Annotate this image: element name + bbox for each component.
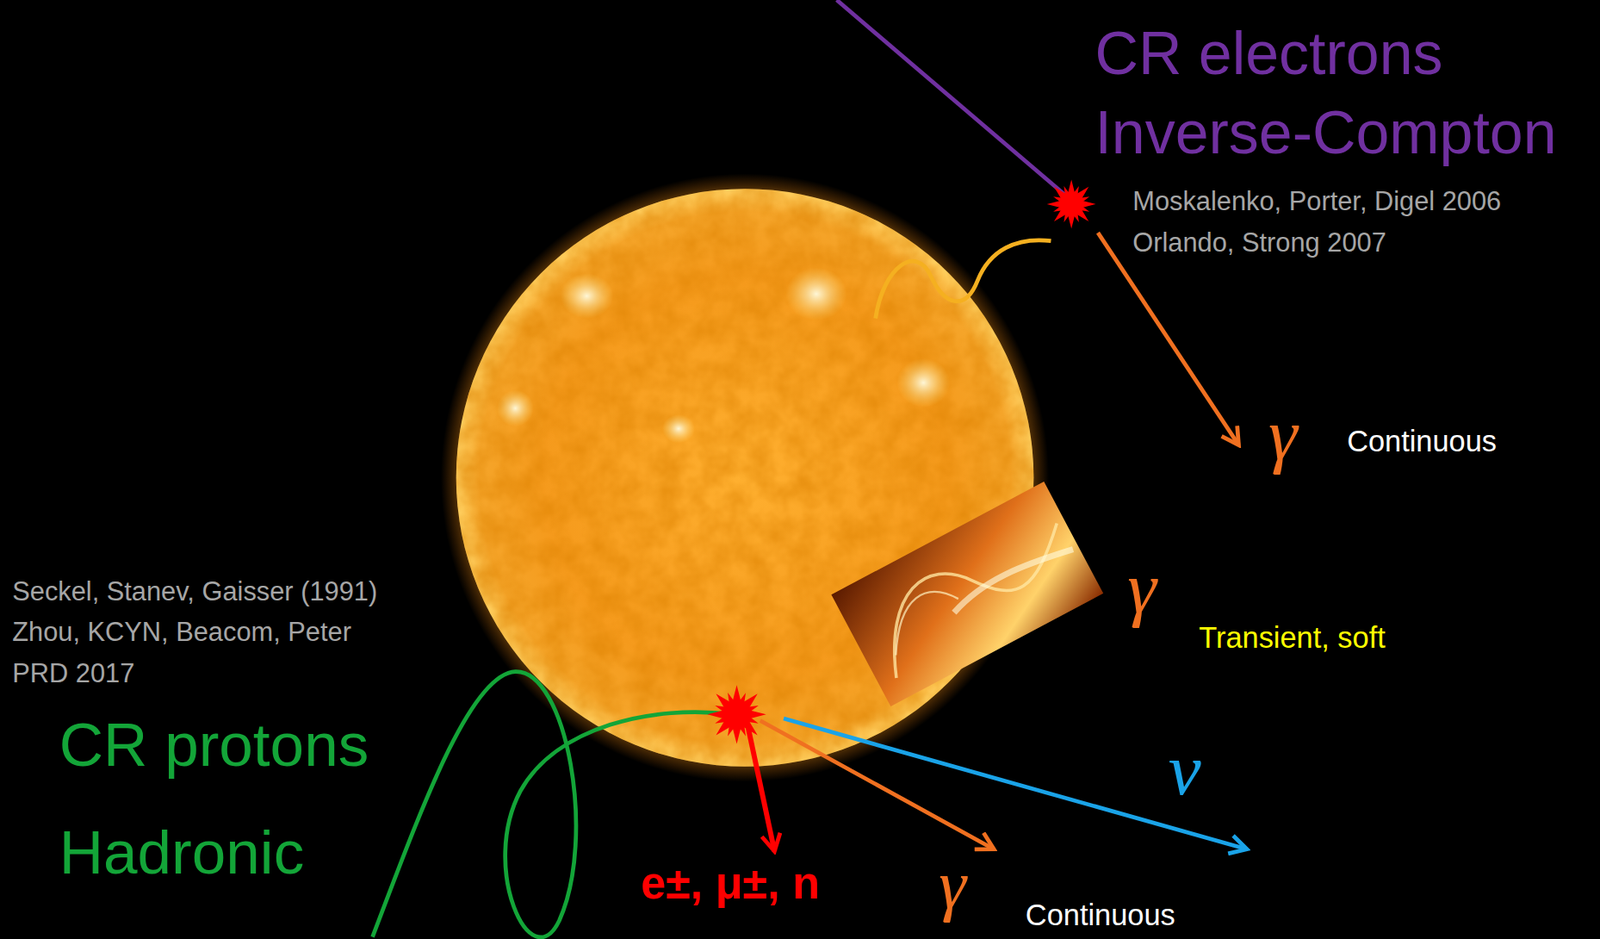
sun-texture [456,188,1035,767]
active-region [897,358,951,408]
sun-glow [440,173,1049,782]
active-region [785,266,847,321]
flare-inset [831,481,1104,707]
burst-star [1045,178,1097,230]
particle-list: e±, μ±, n [640,860,820,906]
interaction-burst [706,683,768,745]
gamma-symbol: γ [1127,551,1157,625]
gamma-symbol: γ [938,849,967,920]
active-region [496,390,534,428]
citation: Moskalenko, Porter, Digel 2006 [1132,188,1501,216]
gamma-arrow [760,719,994,849]
neutrino-symbol: ν [1168,732,1202,807]
electron-track [837,0,1067,196]
citation: Seckel, Stanev, Gaisser (1991) [12,578,378,606]
burst-star [706,683,768,745]
flare-image [831,481,1104,707]
sun-disk [456,188,1035,767]
citation: PRD 2017 [12,660,135,688]
process-heading: Inverse-Compton [1094,103,1557,164]
citation: Zhou, KCYN, Beacom, Peter [12,619,352,646]
neutrino-arrow [783,718,1247,850]
process-heading: Hadronic [59,821,304,883]
flare-loop [876,580,968,656]
interaction-burst [1045,178,1097,230]
citation: Orlando, Strong 2007 [1132,229,1386,257]
emission-note: Transient, soft [1198,622,1385,652]
flare-jet [949,540,1073,613]
active-region [560,273,614,319]
emission-note: Continuous [1346,426,1497,456]
photon-wave [875,240,1052,319]
active-region [662,414,695,443]
gamma-arrow [1097,232,1240,445]
gamma-symbol: γ [1268,397,1298,472]
process-heading: CR electrons [1094,24,1443,85]
secondary-arrow [748,726,776,852]
process-heading: CR protons [59,713,370,776]
emission-note: Continuous [1025,899,1176,930]
flare-loop [861,511,1086,678]
